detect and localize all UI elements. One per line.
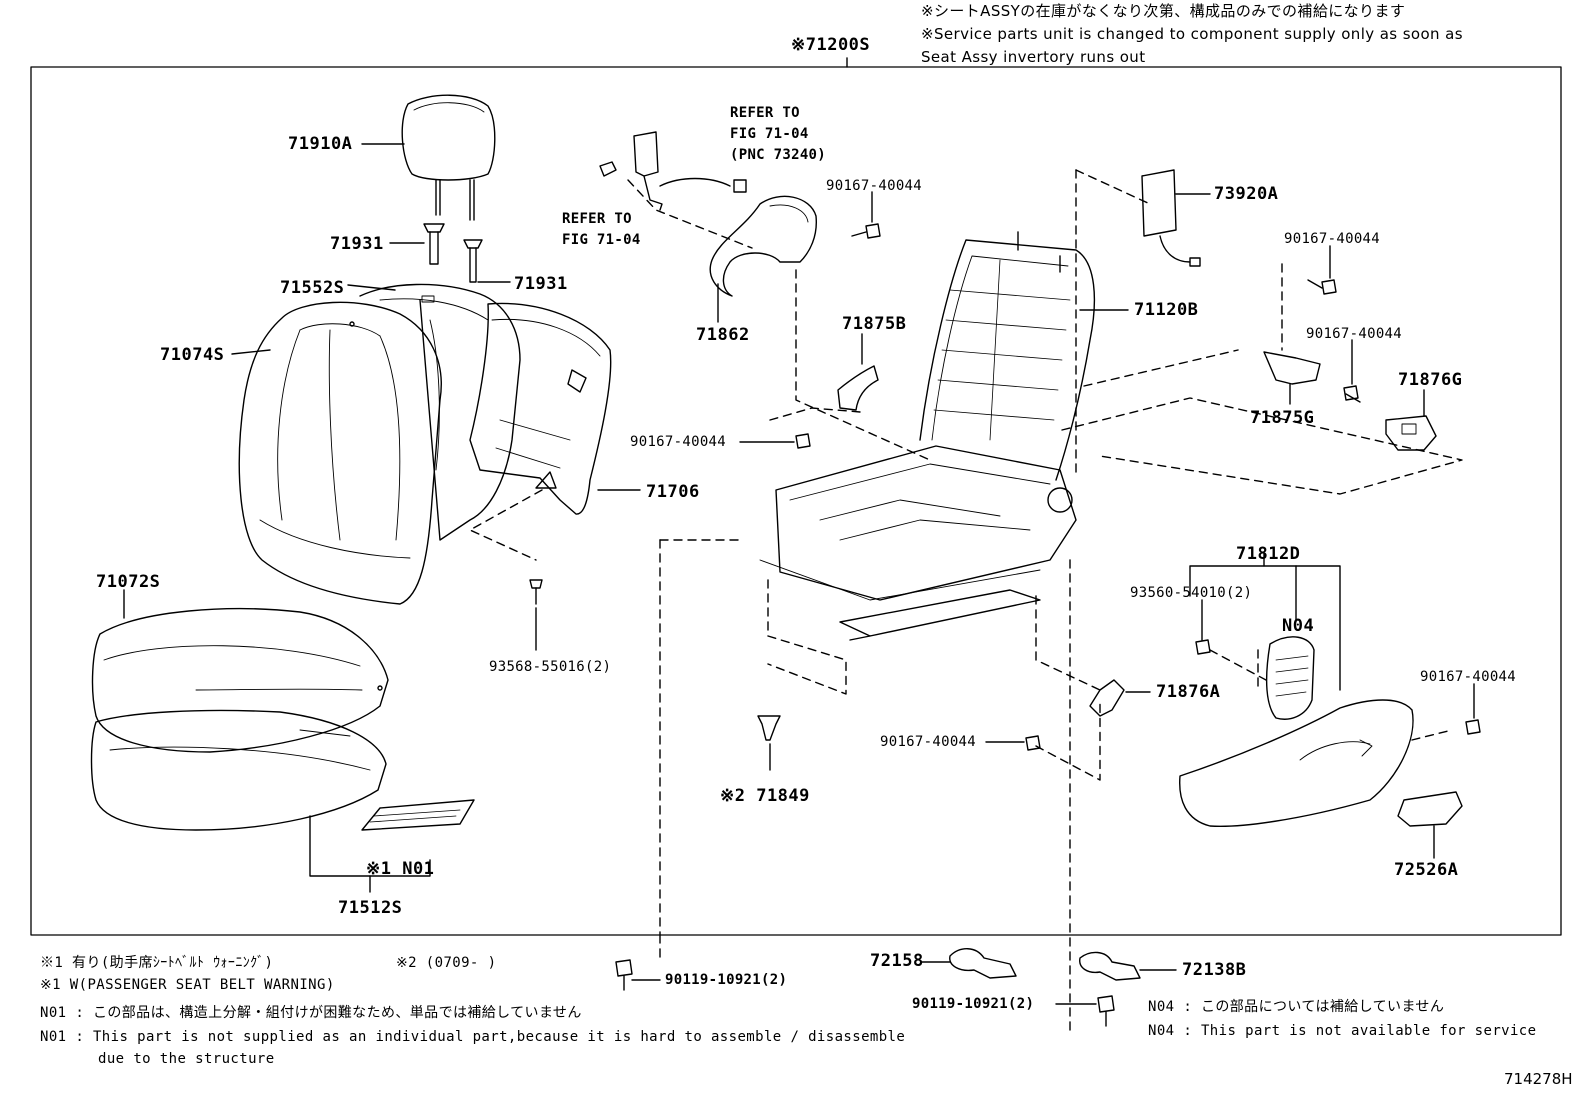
bolt-90119-10921-a[interactable]: 90119-10921(2) <box>665 972 788 988</box>
part-71931-left[interactable]: 71931 <box>330 234 384 254</box>
part-71706[interactable]: 71706 <box>646 482 700 502</box>
figure-id: 714278H <box>1504 1070 1573 1088</box>
bolt-90167-c[interactable]: 90167-40044 <box>1284 231 1381 247</box>
bolt-90167-d[interactable]: 90167-40044 <box>1306 326 1403 342</box>
bolt-90167-c-drawing <box>1307 279 1337 295</box>
note-n01-en-2: due to the structure <box>98 1051 275 1067</box>
part-72138B[interactable]: 72138B <box>1182 960 1247 980</box>
bolt-90167-a-drawing <box>851 223 881 239</box>
part-71072S[interactable]: 71072S <box>96 572 161 592</box>
part-71074S[interactable]: 71074S <box>160 345 225 365</box>
seat-shield-71876A-drawing <box>1089 679 1125 717</box>
seatback-pad-drawing <box>359 283 521 541</box>
lumbar-knob-drawing <box>1265 636 1315 720</box>
footnote-1-ja: ※1 有り(助手席ｼｰﾄﾍﾞﾙﾄ ｳｫｰﾆﾝｸﾞ) <box>40 955 274 971</box>
bolt-90167-b-drawing <box>795 433 811 449</box>
seat-cushion-pad-drawing <box>90 709 387 831</box>
bolt-90119-a-drawing <box>615 959 633 991</box>
seat-shield-71875G-drawing <box>1263 351 1321 385</box>
seatback-board-drawing <box>469 302 612 515</box>
bolt-90167-f-drawing <box>1025 735 1041 751</box>
bolt-90167-e-drawing <box>1465 719 1481 735</box>
header-note-en-1: ※Service parts unit is changed to compon… <box>921 25 1463 43</box>
note-n01-en-1: N01 : This part is not supplied as an in… <box>40 1029 906 1045</box>
screw-93560-drawing <box>1195 639 1211 655</box>
part-72526A[interactable]: 72526A <box>1394 860 1459 880</box>
clip-72138B-drawing <box>1079 951 1141 981</box>
seat-frame-drawing <box>759 231 1096 641</box>
bolt-90167-f[interactable]: 90167-40044 <box>880 734 977 750</box>
footnote-2: ※2 (0709- ) <box>396 955 497 971</box>
part-71120B[interactable]: 71120B <box>1134 300 1199 320</box>
bolt-90167-a[interactable]: 90167-40044 <box>826 178 923 194</box>
assembly-frame <box>30 66 1562 936</box>
seat-shield-71875B-drawing <box>837 365 879 411</box>
part-71552S[interactable]: 71552S <box>280 278 345 298</box>
refer-to-lower: REFER TO <box>562 211 632 227</box>
part-73920A[interactable]: 73920A <box>1214 184 1279 204</box>
part-N04[interactable]: N04 <box>1282 616 1315 636</box>
part-71862[interactable]: 71862 <box>696 325 750 345</box>
part-71875G[interactable]: 71875G <box>1250 408 1315 428</box>
bolt-90167-e[interactable]: 90167-40044 <box>1420 669 1517 685</box>
assembly-number[interactable]: ※71200S <box>791 35 871 55</box>
part-71910A[interactable]: 71910A <box>288 134 353 154</box>
part-71812D[interactable]: 71812D <box>1236 544 1301 564</box>
bolt-90119-b-drawing <box>1097 995 1115 1027</box>
refer-pnc-upper: (PNC 73240) <box>730 147 827 163</box>
seat-belt-buckle-drawing <box>599 131 753 249</box>
part-71876A[interactable]: 71876A <box>1156 682 1221 702</box>
seat-cushion-cover-drawing <box>91 607 389 753</box>
side-shield-71862-drawing <box>709 195 817 297</box>
refer-to-upper: REFER TO <box>730 105 800 121</box>
refer-fig-lower[interactable]: FIG 71-04 <box>562 232 641 248</box>
part-93568-55016[interactable]: 93568-55016(2) <box>489 659 612 675</box>
headrest-drawing <box>401 94 496 221</box>
occupant-sensor-mat-drawing <box>361 799 475 831</box>
side-airbag-drawing <box>1141 169 1201 267</box>
bolt-90119-10921-b[interactable]: 90119-10921(2) <box>912 996 1035 1012</box>
part-71849[interactable]: ※2 71849 <box>720 786 810 806</box>
header-note-en-2: Seat Assy invertory runs out <box>921 48 1146 66</box>
clip-71849-drawing <box>757 715 781 741</box>
part-71876G[interactable]: 71876G <box>1398 370 1463 390</box>
seatback-cover-drawing <box>238 301 442 605</box>
seat-side-cover-drawing <box>1179 699 1414 827</box>
clip-72158-drawing <box>949 948 1017 979</box>
part-72158[interactable]: 72158 <box>870 951 924 971</box>
part-71875B[interactable]: 71875B <box>842 314 907 334</box>
headrest-guide-drawing <box>423 223 483 283</box>
part-N01[interactable]: ※1 N01 <box>366 859 435 879</box>
note-n04-en: N04 : This part is not available for ser… <box>1148 1023 1537 1039</box>
footnote-1-en: ※1 W(PASSENGER SEAT BELT WARNING) <box>40 977 335 993</box>
part-71931-right[interactable]: 71931 <box>514 274 568 294</box>
note-n01-ja: N01 : この部品は、構造上分解・組付けが困難なため、単品では補給していません <box>40 1005 582 1021</box>
bolt-90167-b[interactable]: 90167-40044 <box>630 434 727 450</box>
screw-93560-54010[interactable]: 93560-54010(2) <box>1130 585 1253 601</box>
part-71512S[interactable]: 71512S <box>338 898 403 918</box>
header-note-ja: ※シートASSYの在庫がなくなり次第、構成品のみでの補給になります <box>921 2 1406 20</box>
refer-fig-upper[interactable]: FIG 71-04 <box>730 126 809 142</box>
recliner-knob-drawing <box>1397 791 1463 827</box>
seat-shield-71876G-drawing <box>1385 415 1437 451</box>
note-n04-ja: N04 : この部品については補給していません <box>1148 999 1445 1015</box>
bolt-90167-d-drawing <box>1343 385 1361 403</box>
screw-93568-drawing <box>529 579 543 651</box>
